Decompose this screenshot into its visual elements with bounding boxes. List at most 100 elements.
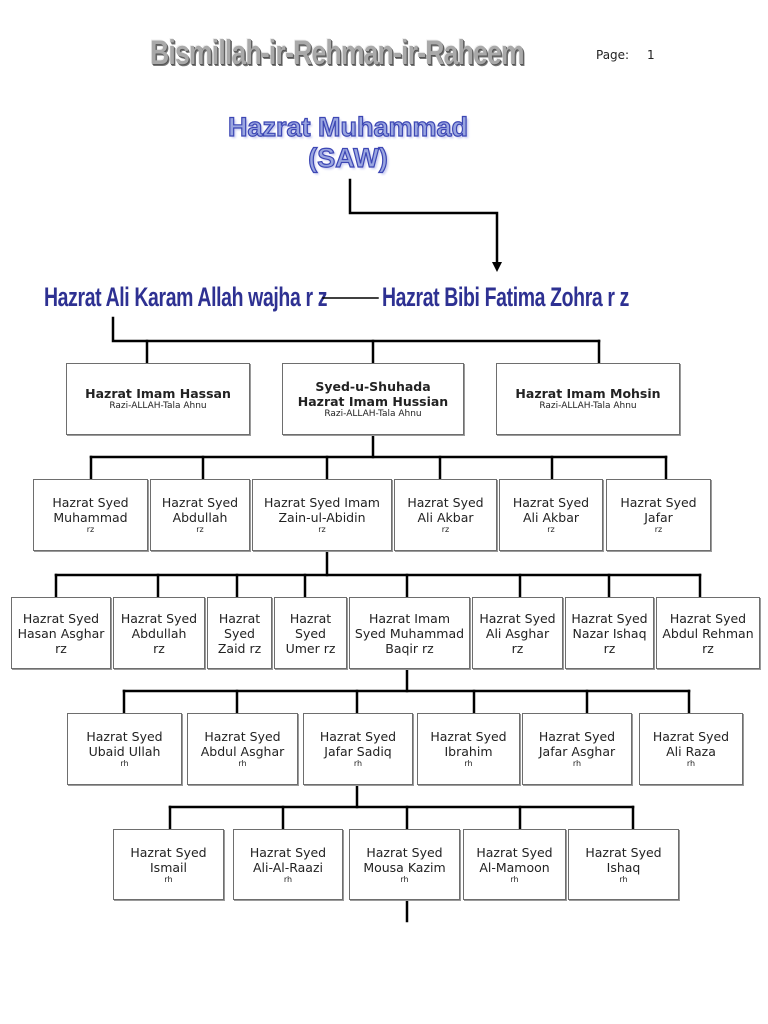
name-line: rz: [55, 640, 67, 656]
name-line: Ishaq: [606, 859, 641, 875]
name-line: Abdullah: [131, 625, 187, 641]
name-line: Hazrat Syed: [366, 844, 443, 860]
name-line: Hazrat Syed: [571, 610, 648, 626]
person-box: Hazrat Syed Jafar rz: [606, 479, 711, 551]
name-line: Jafar: [644, 510, 673, 525]
honorific: Razi-ALLAH-Tala Ahnu: [539, 401, 637, 411]
name-line: Hazrat Syed: [52, 495, 129, 510]
name-line: Hazrat Syed: [476, 844, 553, 860]
suffix: rh: [120, 759, 129, 768]
name-line: Hazrat Syed: [249, 844, 327, 860]
person-box: Hazrat Syed Ali Asghar rz: [472, 597, 563, 669]
name-line: Syed: [224, 625, 255, 641]
name-line: Ismail: [150, 859, 187, 875]
person-box: Hazrat Syed Abdul Rehman rz: [656, 597, 760, 669]
suffix: rz: [547, 525, 555, 534]
person-box: Hazrat Syed Mousa Kazim rh: [349, 829, 460, 900]
name-line: Mousa Kazim: [363, 859, 446, 875]
person-box: Hazrat Syed Ali Akbar rz: [499, 479, 603, 551]
suffix: rz: [196, 525, 204, 534]
name-line: Ubaid Ullah: [88, 744, 161, 759]
name-line: Zaid rz: [217, 640, 262, 656]
name-line: rz: [603, 640, 616, 656]
person-box: Hazrat Syed Ali-Al-Raazi rh: [233, 829, 343, 900]
name-line: Syed Muhammad: [354, 625, 465, 641]
name-line: Abdullah: [172, 510, 228, 525]
suffix: rh: [238, 759, 247, 768]
name-line: Hazrat Syed: [512, 495, 590, 510]
suffix: rz: [86, 525, 95, 534]
person-name: Hazrat Imam Hussian: [297, 393, 449, 409]
person-box-imam-mohsin: Hazrat Imam Mohsin Razi-ALLAH-Tala Ahnu: [496, 363, 680, 435]
suffix: rh: [464, 759, 473, 768]
person-box-imam-hussain: Syed-u-Shuhada Hazrat Imam Hussian Razi-…: [282, 363, 464, 435]
suffix: rz: [318, 525, 326, 534]
person-box: Hazrat Syed Jafar Asghar rh: [522, 713, 632, 785]
name-line: Hazrat Syed: [130, 844, 207, 860]
person-box: Hazrat Syed Ubaid Ullah rh: [67, 713, 182, 785]
name-line: Syed: [295, 625, 326, 641]
name-line: Hazrat Syed: [161, 495, 239, 510]
name-line: Ali Akbar: [417, 510, 474, 525]
person-box: Hazrat Syed Umer rz: [274, 597, 347, 669]
name-line: Jafar Asghar: [538, 744, 616, 759]
suffix: rh: [686, 759, 696, 768]
person-box: Hazrat Syed Abdullah rz: [150, 479, 250, 551]
name-line: Jafar Sadiq: [324, 744, 392, 759]
name-line: Abdul Rehman: [662, 625, 754, 641]
suffix: rh: [283, 874, 293, 884]
name-line: Ali-Al-Raazi: [252, 859, 324, 875]
name-line: rz: [153, 640, 165, 656]
honorific: Razi-ALLAH-Tala Ahnu: [324, 408, 422, 419]
honorific: Razi-ALLAH-Tala Ahnu: [109, 401, 207, 411]
name-line: Umer rz: [285, 640, 336, 656]
name-line: Baqir rz: [385, 640, 434, 656]
root-ancestor: Hazrat Muhammad (SAW): [222, 111, 474, 174]
person-box: Hazrat Syed Ibrahim rh: [417, 713, 520, 785]
name-line: Hazrat Imam: [369, 610, 450, 626]
page-number: 1: [647, 48, 655, 62]
person-box: Hazrat Syed Jafar Sadiq rh: [303, 713, 413, 785]
name-line: Hazrat Syed: [319, 729, 397, 744]
name-line: Hazrat Syed: [204, 729, 281, 744]
person-name: Hazrat Imam Hassan: [85, 386, 231, 401]
name-line: Hazrat Syed: [585, 844, 662, 860]
parent-fatima: Hazrat Bibi Fatima Zohra r z: [382, 282, 630, 312]
person-name: Hazrat Imam Mohsin: [515, 386, 661, 401]
name-line: Ali Asghar: [485, 625, 550, 641]
person-box: Hazrat Syed Muhammad rz: [33, 479, 148, 551]
person-box-imam-hassan: Hazrat Imam Hassan Razi-ALLAH-Tala Ahnu: [66, 363, 250, 435]
name-line: Hazrat Syed: [538, 729, 616, 744]
person-box: Hazrat Syed Zaid rz: [207, 597, 272, 669]
suffix: rh: [619, 874, 628, 884]
suffix: rh: [572, 759, 582, 768]
name-line: rz: [702, 640, 714, 656]
parent-ali: Hazrat Ali Karam Allah wajha r z: [44, 282, 328, 312]
root-name-line1: Hazrat Muhammad: [227, 111, 469, 142]
name-line: Ali Akbar: [523, 510, 579, 525]
person-box: Hazrat Syed Ismail rh: [113, 829, 224, 900]
suffix: rh: [164, 874, 173, 884]
name-line: Hasan Asghar: [17, 625, 105, 641]
name-line: Hazrat Syed: [669, 610, 747, 626]
name-line: Nazar Ishaq: [572, 625, 647, 641]
name-line: Al-Mamoon: [479, 859, 550, 875]
person-box: Hazrat Syed Abdul Asghar rh: [187, 713, 298, 785]
suffix: rz: [441, 525, 450, 534]
suffix: rz: [654, 525, 663, 534]
title-line: Syed-u-Shuhada: [315, 378, 431, 394]
name-line: Muhammad: [53, 510, 128, 525]
person-box: Hazrat Syed Ishaq rh: [568, 829, 679, 900]
name-line: Hazrat Syed: [479, 610, 556, 626]
name-line: Hazrat Syed: [652, 729, 730, 744]
person-box: Hazrat Syed Imam Zain-ul-Abidin rz: [252, 479, 392, 551]
arrowhead-icon: [492, 262, 502, 272]
name-line: Hazrat Syed: [407, 495, 484, 510]
person-box: Hazrat Syed Al-Mamoon rh: [463, 829, 566, 900]
name-line: Hazrat Syed: [22, 610, 100, 626]
suffix: rh: [400, 874, 409, 884]
name-line: Ali Raza: [666, 744, 716, 759]
name-line: Hazrat Syed: [620, 495, 697, 510]
name-line: Hazrat Syed Imam: [264, 495, 380, 510]
